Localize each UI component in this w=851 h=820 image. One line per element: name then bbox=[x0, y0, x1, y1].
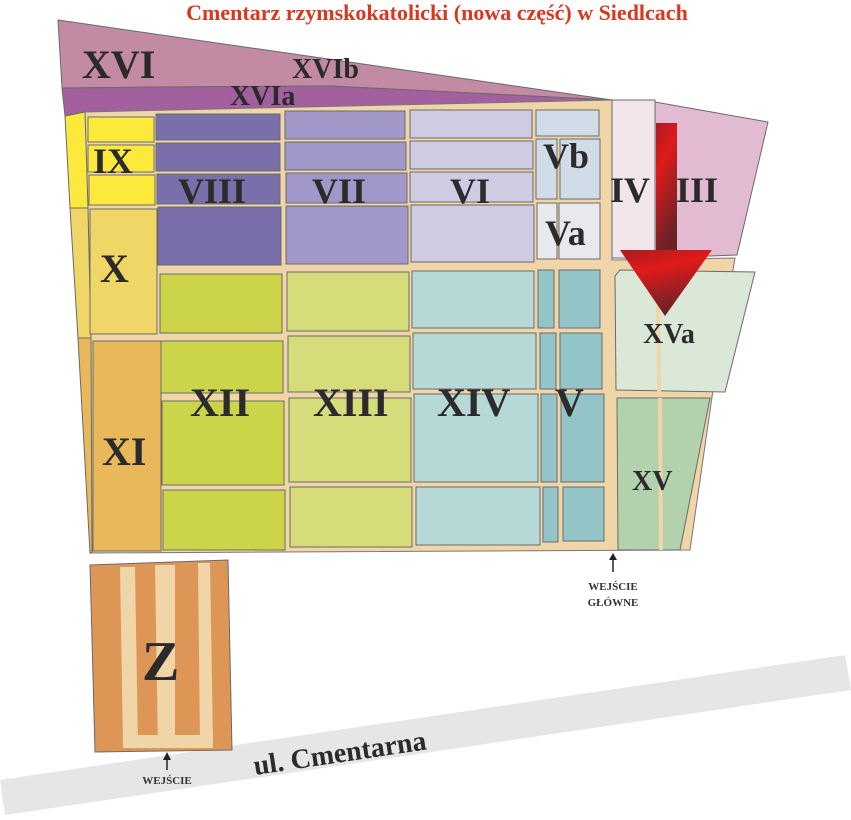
label-XIII: XIII bbox=[313, 380, 389, 425]
main-entrance-label-line1: WEJŚCIE bbox=[588, 581, 638, 593]
path-divider bbox=[658, 397, 663, 551]
section-VII[interactable] bbox=[284, 110, 409, 265]
section-IX[interactable] bbox=[87, 116, 156, 206]
label-XII: XII bbox=[190, 380, 250, 425]
label-XIV: XIV bbox=[437, 380, 510, 425]
label-XVIa: XVIa bbox=[230, 81, 295, 112]
section-X-strip[interactable] bbox=[69, 207, 92, 339]
section-XII[interactable] bbox=[159, 273, 286, 551]
map-title: Cmentarz rzymskokatolicki (nowa część) w… bbox=[186, 0, 688, 25]
label-XVI: XVI bbox=[82, 42, 155, 87]
label-V: V bbox=[555, 380, 584, 425]
label-XV: XV bbox=[632, 466, 672, 497]
label-XVIb: XVIb bbox=[292, 54, 359, 85]
path-divider bbox=[656, 304, 661, 393]
section-XI[interactable] bbox=[92, 340, 162, 552]
side-entrance-label: WEJŚCIE bbox=[142, 775, 192, 787]
label-Va: Va bbox=[545, 213, 586, 253]
section-Z-paths bbox=[120, 563, 213, 748]
label-VII: VII bbox=[312, 171, 366, 211]
section-VIII[interactable] bbox=[155, 113, 282, 266]
section-XV[interactable] bbox=[616, 397, 711, 551]
section-X[interactable] bbox=[89, 208, 158, 335]
section-XIV[interactable] bbox=[411, 270, 541, 546]
label-VI: VI bbox=[450, 171, 490, 211]
label-III: III bbox=[676, 170, 718, 210]
section-Va[interactable] bbox=[536, 202, 601, 260]
label-XI: XI bbox=[102, 429, 146, 474]
section-XI-strip[interactable] bbox=[77, 337, 93, 554]
label-XVa: XVa bbox=[643, 319, 695, 350]
label-IV: IV bbox=[610, 170, 650, 210]
street-road bbox=[0, 655, 851, 815]
section-V[interactable] bbox=[537, 269, 605, 543]
label-Vb: Vb bbox=[543, 136, 589, 176]
main-entrance-label-line2: GŁÓWNE bbox=[588, 597, 639, 609]
label-Z: Z bbox=[142, 631, 179, 693]
label-VIII: VIII bbox=[178, 171, 246, 211]
section-XIII[interactable] bbox=[286, 271, 413, 548]
section-III[interactable] bbox=[654, 101, 769, 259]
main-entrance-marker: WEJŚCIE GŁÓWNE bbox=[588, 553, 639, 609]
section-VI[interactable] bbox=[409, 109, 535, 263]
section-IX-strip[interactable] bbox=[64, 111, 89, 209]
section-Vb[interactable] bbox=[535, 109, 601, 200]
label-IX: IX bbox=[93, 141, 133, 181]
direction-arrow bbox=[620, 123, 712, 316]
section-IV[interactable] bbox=[611, 99, 656, 259]
label-X: X bbox=[100, 246, 129, 291]
section-XVa[interactable] bbox=[614, 269, 756, 393]
side-entrance-marker: WEJŚCIE bbox=[142, 752, 192, 787]
